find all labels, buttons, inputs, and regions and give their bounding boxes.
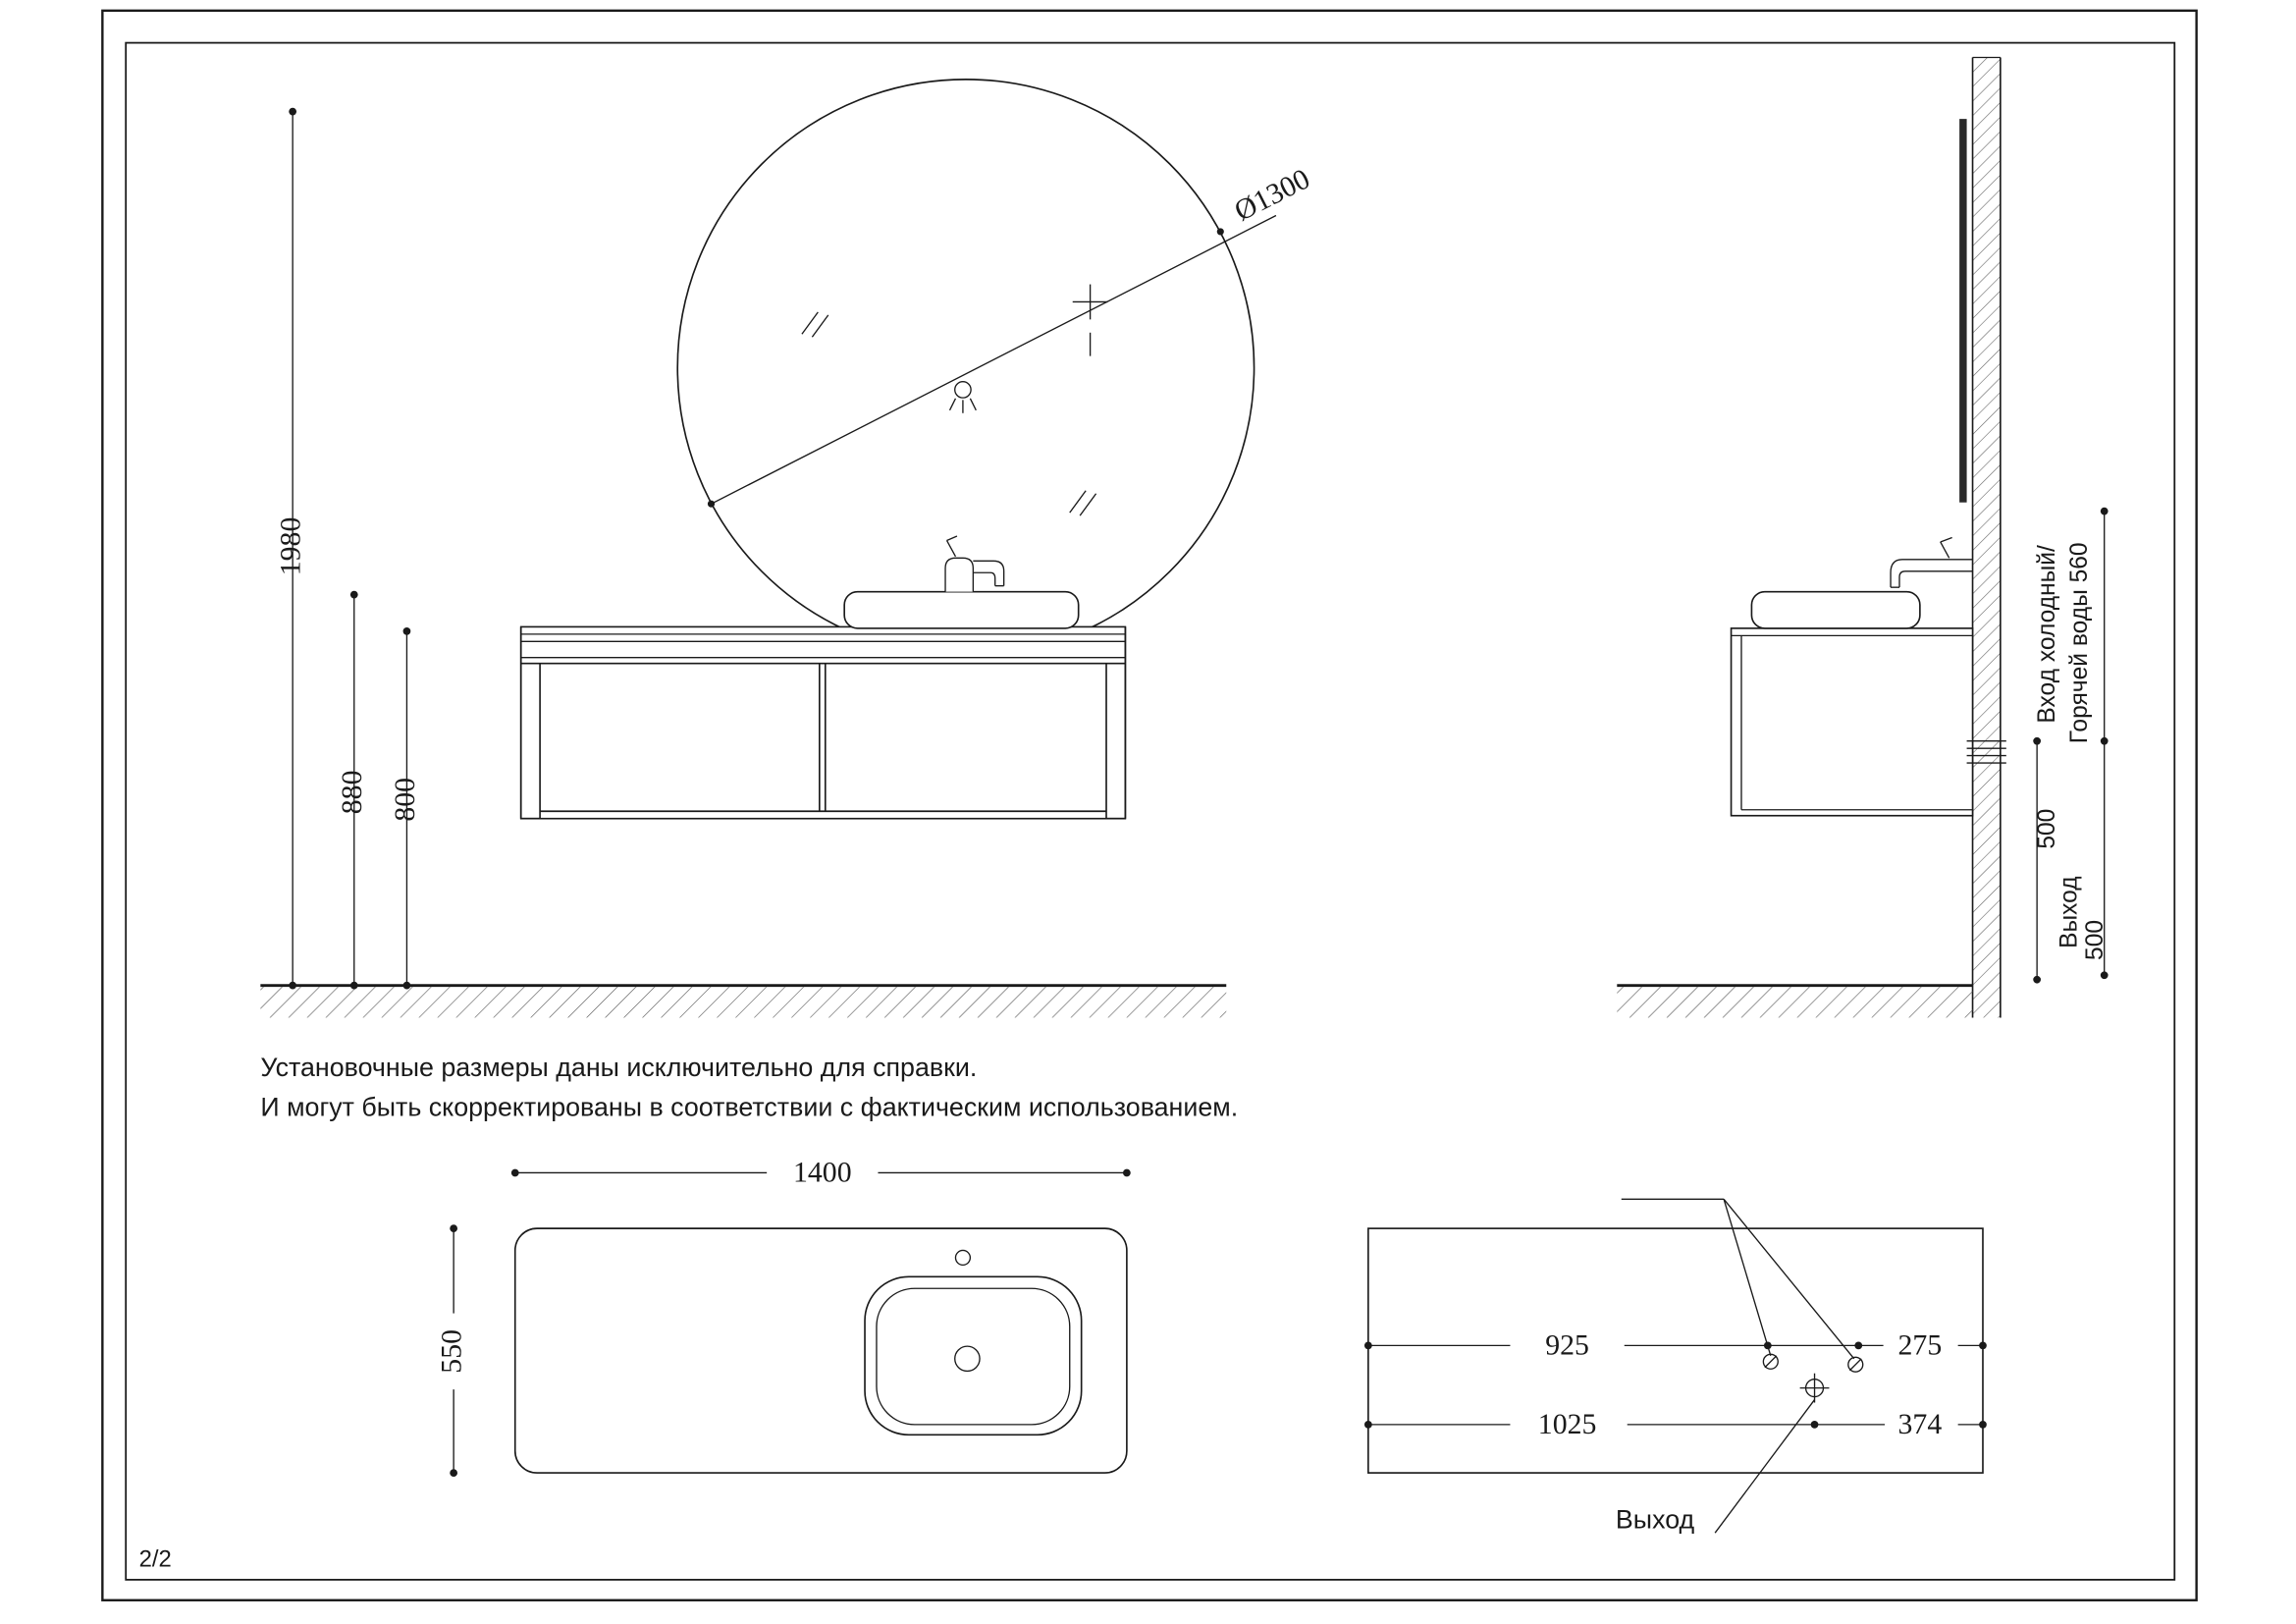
basin-front (843, 590, 1080, 629)
dim-925-label: 925 (1545, 1328, 1589, 1361)
dim-880-label: 880 (336, 771, 368, 815)
supply-point-left (1762, 1353, 1779, 1370)
dim-1980-label: 1980 (275, 517, 307, 576)
notes: Установочные размеры даны исключительно … (260, 1053, 1238, 1121)
outlet-panel-outline (1367, 1227, 1984, 1474)
dim-800-label: 800 (389, 778, 421, 822)
note-line-1: Установочные размеры даны исключительно … (260, 1053, 977, 1082)
outer-border (101, 9, 2198, 1601)
dim-1025-label: 1025 (1538, 1408, 1597, 1440)
drawing-frame (101, 9, 2198, 1601)
outlet-leader: Выход (1616, 1399, 1816, 1535)
countertop-outline (513, 1227, 1128, 1474)
outlet-crosshair-icon (1799, 1373, 1830, 1403)
light-symbol-icon (948, 381, 977, 413)
pipe-connections (1966, 740, 2006, 764)
basin-side (1750, 590, 1921, 629)
dim-925-275: 925 275 (1363, 1328, 1987, 1361)
glass-mark-icon (801, 311, 1097, 516)
vanity-cabinet-front (519, 625, 1127, 820)
page-number: 2/2 (139, 1545, 172, 1572)
dim-1400-label: 1400 (793, 1156, 852, 1188)
supply-leaders (1621, 1198, 1855, 1360)
supply-point-right (1847, 1356, 1864, 1373)
side-outlet-label: Выход (2056, 876, 2082, 948)
dim-550-label: 550 (436, 1329, 468, 1374)
faucet-front (944, 535, 1005, 592)
floor-side (1617, 984, 1973, 1018)
front-view: Ø1300 (260, 79, 1315, 1018)
dim-1980: 1980 (275, 107, 307, 990)
dim-550: 550 (436, 1224, 468, 1477)
mirror-center-mark (1072, 284, 1108, 356)
dim-1400: 1400 (510, 1156, 1131, 1188)
outlet-label: Выход (1616, 1505, 1695, 1535)
note-line-2: И могут быть скорректированы в соответст… (260, 1092, 1238, 1121)
inlet-label-line2: Горячей воды 560 (2066, 542, 2093, 743)
mirror-diameter-line (711, 214, 1277, 505)
side-view: Вход холодный/ Горячей воды 560 500 Выхо… (1617, 56, 2109, 1018)
faucet-hole (954, 1249, 972, 1267)
basin-top (864, 1275, 1083, 1436)
vanity-cabinet-side (1730, 627, 1974, 817)
dim-275-label: 275 (1898, 1328, 1943, 1361)
top-view: 1400 550 (436, 1156, 1131, 1477)
dim-1025-374: 1025 374 (1363, 1408, 1987, 1440)
side-dim-500-label: 500 (2034, 809, 2060, 849)
dim-374-label: 374 (1898, 1408, 1943, 1440)
inlet-label-line1: Вход холодный/ (2034, 545, 2060, 724)
inner-border (125, 41, 2176, 1581)
mirror-side (1959, 119, 1967, 503)
outlet-view: 925 275 1025 374 Выход (1363, 1198, 1987, 1535)
faucet-side (1890, 536, 1973, 588)
floor-front (260, 984, 1227, 1018)
wall-section (1971, 56, 2002, 1018)
dim-800: 800 (389, 627, 421, 990)
dim-880: 880 (336, 590, 368, 990)
side-outlet-dim-label: 500 (2082, 920, 2109, 960)
side-dimensions: Вход холодный/ Горячей воды 560 500 Выхо… (2033, 507, 2109, 984)
